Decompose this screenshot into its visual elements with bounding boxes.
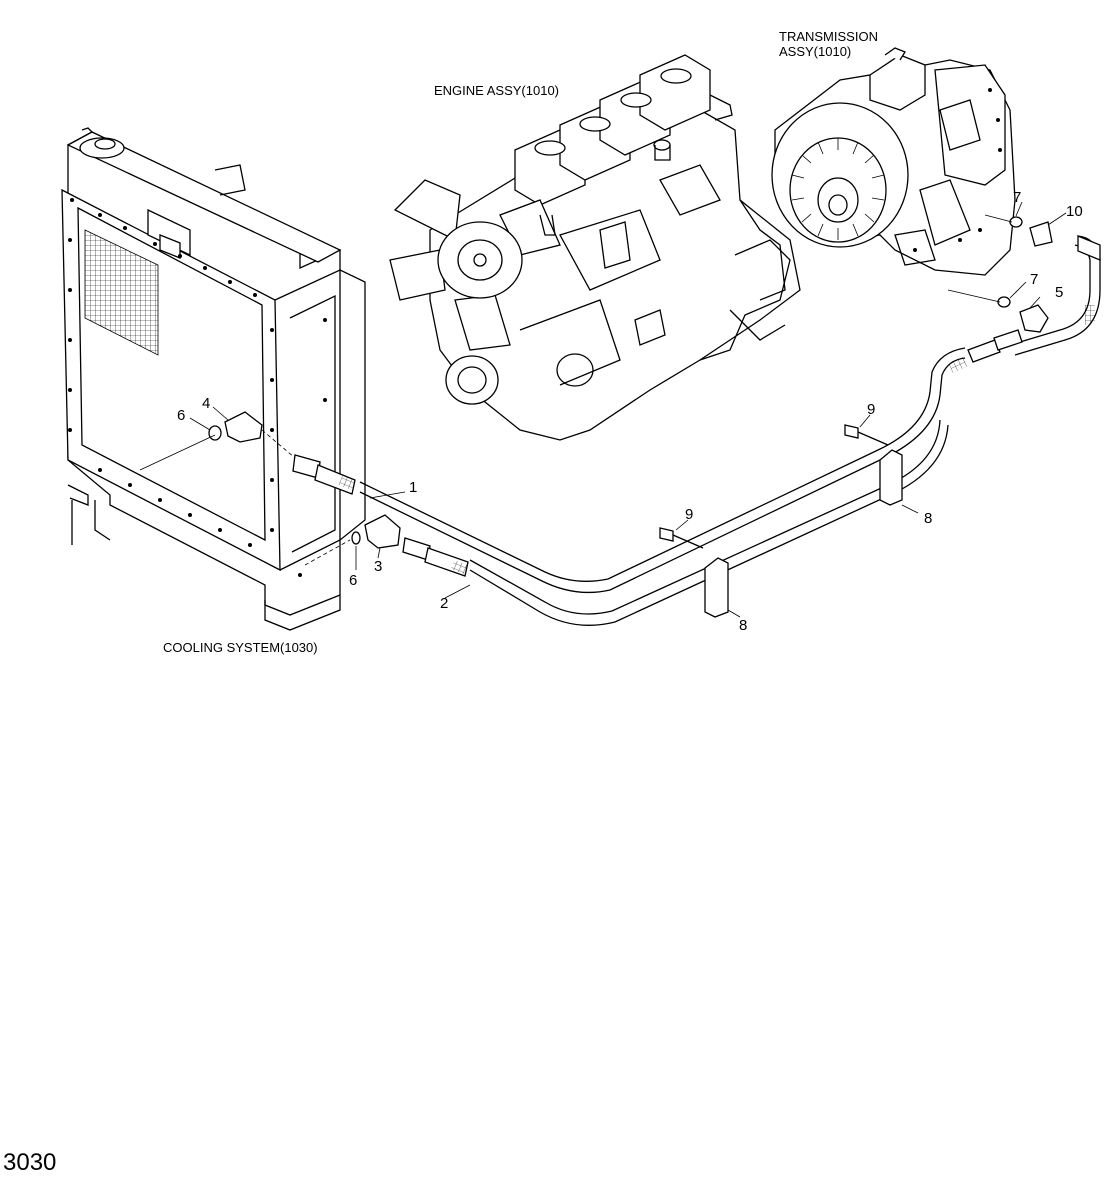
- oil-cooler-lines: [139, 214, 1101, 626]
- callout-6b: 6: [349, 572, 357, 589]
- transmission-assy-label-line2: ASSY(1010): [779, 44, 851, 59]
- page-code: 3030: [3, 1149, 56, 1176]
- transmission-drawing: [771, 47, 1016, 276]
- transmission-assy-label-line1: TRANSMISSION: [779, 29, 878, 44]
- callout-2: 2: [440, 595, 448, 612]
- callout-4: 4: [202, 395, 210, 412]
- callout-1: 1: [409, 479, 417, 496]
- leader-lines: [189, 201, 1067, 618]
- callout-9b: 9: [685, 506, 693, 523]
- callout-9a: 9: [867, 401, 875, 418]
- callout-10: 10: [1066, 203, 1083, 220]
- cooling-system-label: COOLING SYSTEM(1030): [163, 640, 318, 655]
- callout-8b: 8: [739, 617, 747, 634]
- callout-6a: 6: [177, 407, 185, 424]
- engine-assy-label: ENGINE ASSY(1010): [434, 83, 559, 98]
- callout-5: 5: [1055, 284, 1063, 301]
- callout-7a: 7: [1013, 189, 1021, 206]
- engine-drawing: [389, 54, 801, 441]
- radiator-drawing: [61, 127, 366, 631]
- callout-3: 3: [374, 558, 382, 575]
- callout-7b: 7: [1030, 271, 1038, 288]
- callout-8a: 8: [924, 510, 932, 527]
